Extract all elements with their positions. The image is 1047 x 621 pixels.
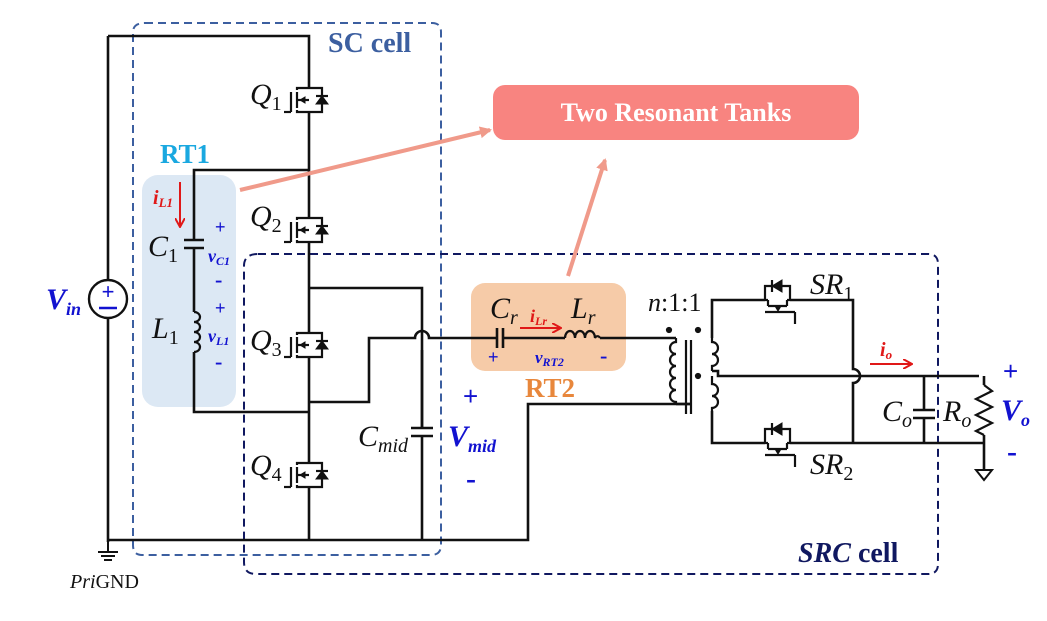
cmid-capacitor <box>411 426 433 438</box>
sync-rectifiers <box>763 279 797 467</box>
rt1-region <box>142 175 236 407</box>
q3-label: Q3 <box>250 324 282 361</box>
c1-label: C1 <box>148 230 178 267</box>
output-ground <box>973 469 995 482</box>
rt2-label: RT2 <box>525 373 575 403</box>
vmid-plus: + <box>463 381 478 411</box>
vmid-label: Vmid <box>448 420 497 456</box>
sr1-label: SR1 <box>810 268 853 305</box>
lr-inductor <box>563 329 601 339</box>
vin-label: Vin <box>46 283 81 319</box>
mosfet-q4 <box>284 461 329 489</box>
transformer-ratio: n:1:1 <box>648 288 701 317</box>
mosfets <box>284 86 329 489</box>
mosfet-q1 <box>284 86 329 114</box>
vc1-minus: - <box>215 267 222 292</box>
cr-capacitor <box>495 328 505 348</box>
mosfet-q3 <box>284 331 329 359</box>
rt1-label: RT1 <box>160 139 210 169</box>
sc-cell-boundary <box>132 22 442 556</box>
q2-label: Q2 <box>250 200 282 237</box>
l1-label: L1 <box>151 312 179 349</box>
ground-symbol <box>98 542 118 561</box>
src-cell-label: SRC cell <box>798 538 899 569</box>
wires <box>106 34 986 542</box>
l1-inductor <box>193 310 202 354</box>
pointer-arrow-rt2 <box>566 158 608 277</box>
transformer <box>665 326 720 414</box>
q1-label: Q1 <box>250 78 282 115</box>
two-resonant-tanks-box: Two Resonant Tanks <box>493 85 859 140</box>
mosfet-sr2 <box>763 422 797 467</box>
mosfet-sr1 <box>763 279 797 324</box>
co-label: Co <box>882 395 912 432</box>
vrt2-plus: + <box>488 347 499 367</box>
ro-resistor <box>973 384 995 436</box>
ro-label: Ro <box>942 395 971 432</box>
vc1-label: vC1 <box>208 246 230 268</box>
vo-label: Vo <box>1001 394 1030 430</box>
pointer-arrow-rt1 <box>239 126 492 192</box>
co-capacitor <box>913 408 935 420</box>
vmid-minus: - <box>466 462 476 495</box>
il1-label: iL1 <box>153 187 173 210</box>
src-cell-boundary <box>243 253 939 575</box>
cmid-label: Cmid <box>358 420 409 457</box>
cr-label: Cr <box>490 292 518 329</box>
sr2-label: SR2 <box>810 448 853 485</box>
vrt2-minus: - <box>600 343 607 368</box>
svg-text:+: + <box>102 279 115 304</box>
io-label: io <box>880 339 893 362</box>
vl1-minus: - <box>215 349 222 374</box>
lr-label: Lr <box>570 292 596 329</box>
c1-capacitor <box>184 238 204 250</box>
vl1-label: vL1 <box>208 326 229 348</box>
two-resonant-tanks-label: Two Resonant Tanks <box>560 97 792 127</box>
q4-label: Q4 <box>250 449 282 486</box>
vin-source: + <box>87 278 129 320</box>
vrt2-label: vRT2 <box>535 348 564 369</box>
vc1-plus: + <box>215 217 226 237</box>
sc-cell-label: SC cell <box>328 28 411 59</box>
vo-plus: + <box>1003 356 1018 386</box>
mosfet-q2 <box>284 216 329 244</box>
vo-minus: - <box>1007 435 1017 468</box>
ilr-label: iLr <box>530 306 547 328</box>
pri-gnd-label: PriGND <box>69 571 139 593</box>
vl1-plus: + <box>215 298 226 318</box>
